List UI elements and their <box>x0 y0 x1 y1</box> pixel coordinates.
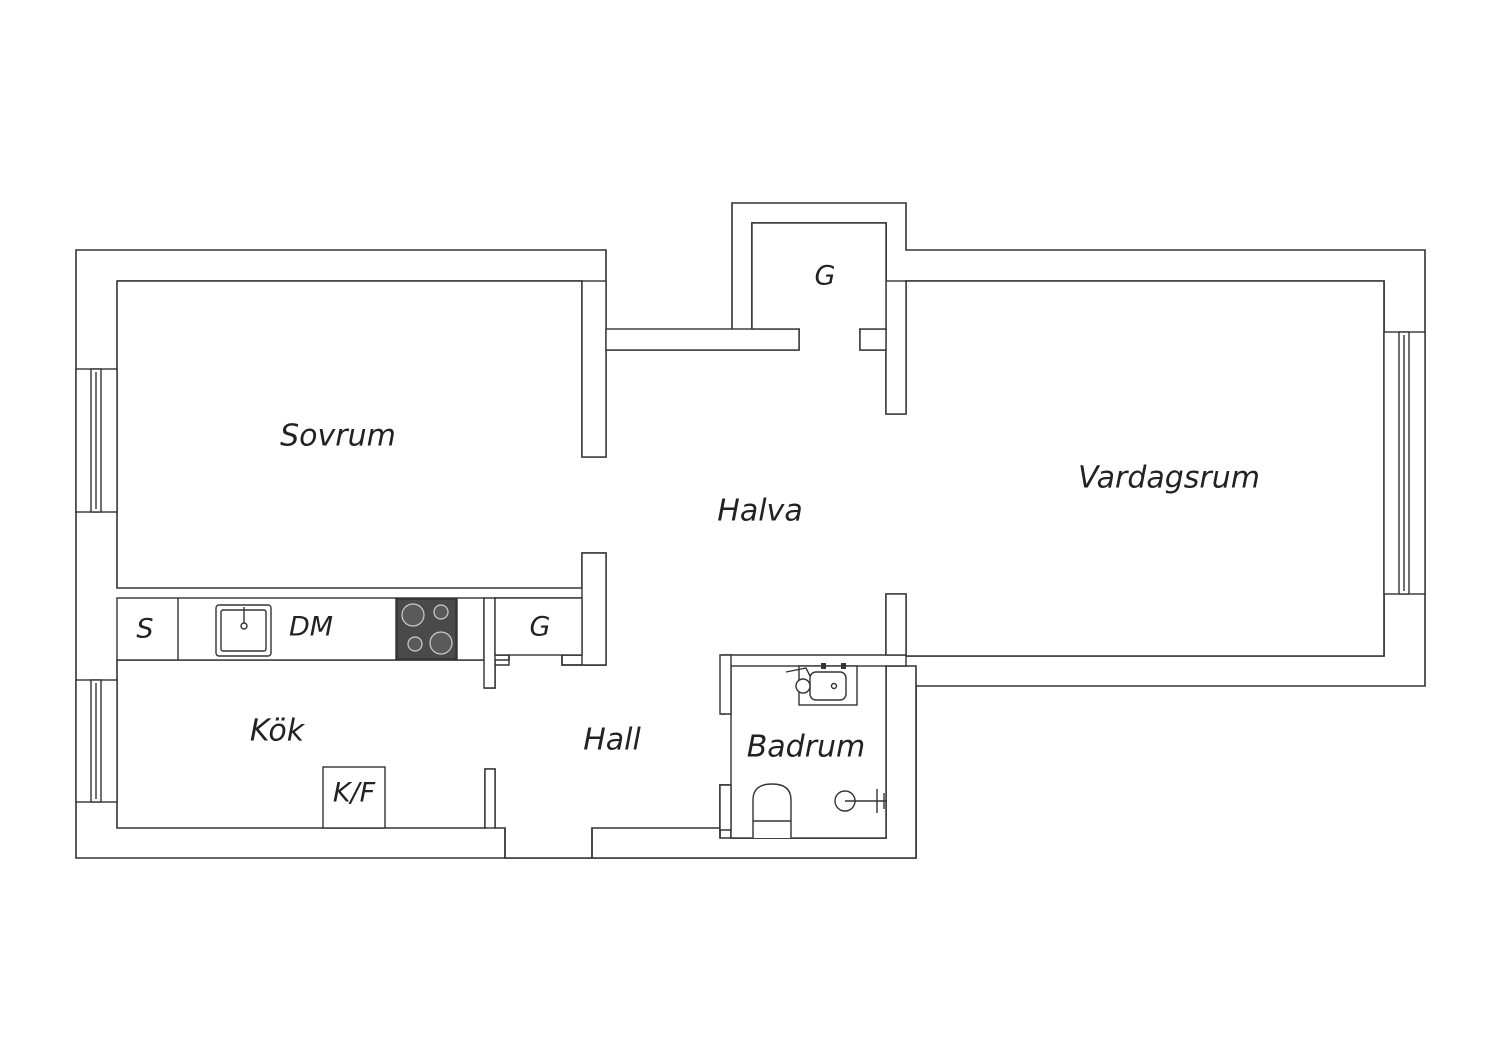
fixture-label-fridge-freezer: K/F <box>333 778 376 809</box>
toilet-icon <box>752 783 792 838</box>
stove-burner-icon <box>433 604 449 620</box>
stove-burner-icon <box>401 603 425 627</box>
stove-burner-icon <box>429 631 453 655</box>
hall-closet-interior <box>494 597 583 656</box>
room-label-kok: Kök <box>250 714 306 749</box>
window-icon <box>1383 331 1426 595</box>
room-label-closet-hall: G <box>530 612 551 643</box>
wall-stub <box>885 593 907 656</box>
hall-closet-wall <box>483 597 496 689</box>
fixture-label-dishwasher: DM <box>289 612 333 643</box>
stove-burner-icon <box>407 636 423 652</box>
wall-stub <box>859 328 887 351</box>
bath-tap-icon <box>830 682 838 690</box>
top-closet-opening <box>800 328 859 332</box>
room-label-halva: Halva <box>717 494 802 529</box>
bath-fixture-icon <box>795 678 811 694</box>
window-icon <box>75 679 118 803</box>
bath-tap-icon <box>821 663 826 669</box>
wall-stub <box>581 280 607 458</box>
wall-stub <box>581 552 607 666</box>
bathroom-door-wall-low <box>719 784 732 831</box>
room-label-vardagsrum: Vardagsrum <box>1078 461 1260 496</box>
room-label-badrum: Badrum <box>747 730 866 765</box>
fridge-freezer <box>322 766 386 829</box>
room-label-closet-top: G <box>815 261 836 292</box>
bath-tap-icon <box>841 663 846 669</box>
wall-stub <box>605 328 800 351</box>
fixture-label-storage: S <box>136 614 153 645</box>
bath-fixture-icon <box>785 667 811 677</box>
bath-sink-basin <box>809 671 847 701</box>
wall-stub <box>484 768 496 829</box>
wall-stub <box>885 280 907 415</box>
room-label-sovrum: Sovrum <box>280 419 396 454</box>
window-icon <box>75 368 118 513</box>
room-label-hall: Hall <box>583 723 641 758</box>
bathroom-door-wall <box>719 654 732 715</box>
